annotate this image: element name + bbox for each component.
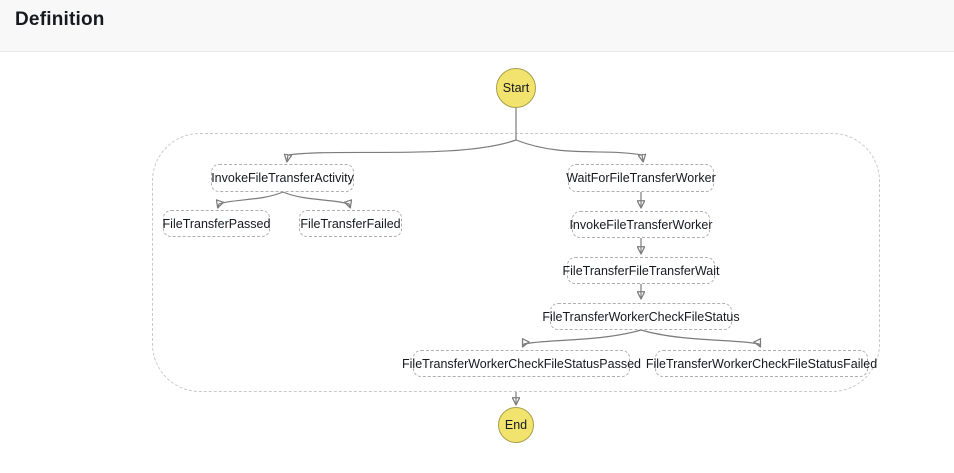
node-waitforfiletransferworker[interactable]: WaitForFileTransferWorker bbox=[566, 164, 716, 192]
page-title: Definition bbox=[15, 9, 105, 30]
node-filetransferfailed[interactable]: FileTransferFailed bbox=[299, 210, 402, 237]
node-filetransferworkercheckfilestatuspassed[interactable]: FileTransferWorkerCheckFileStatusPassed bbox=[402, 350, 641, 377]
node-filetransferpassed[interactable]: FileTransferPassed bbox=[163, 210, 270, 237]
definition-header: Definition bbox=[0, 0, 954, 52]
workflow-graph-canvas: Start InvokeFileTransferActivity FileTra… bbox=[0, 53, 954, 473]
node-invokefiletransferworker[interactable]: InvokeFileTransferWorker bbox=[569, 211, 713, 238]
start-node[interactable]: Start bbox=[496, 68, 536, 108]
node-filetransferworkercheckfilestatusfailed[interactable]: FileTransferWorkerCheckFileStatusFailed bbox=[646, 350, 877, 377]
node-filetransferfiletransferwait[interactable]: FileTransferFileTransferWait bbox=[563, 257, 720, 284]
node-invokefiletransferactivity[interactable]: InvokeFileTransferActivity bbox=[211, 164, 354, 192]
node-filetransferworkercheckfilestatus[interactable]: FileTransferWorkerCheckFileStatus bbox=[542, 303, 740, 330]
end-node[interactable]: End bbox=[498, 407, 534, 443]
